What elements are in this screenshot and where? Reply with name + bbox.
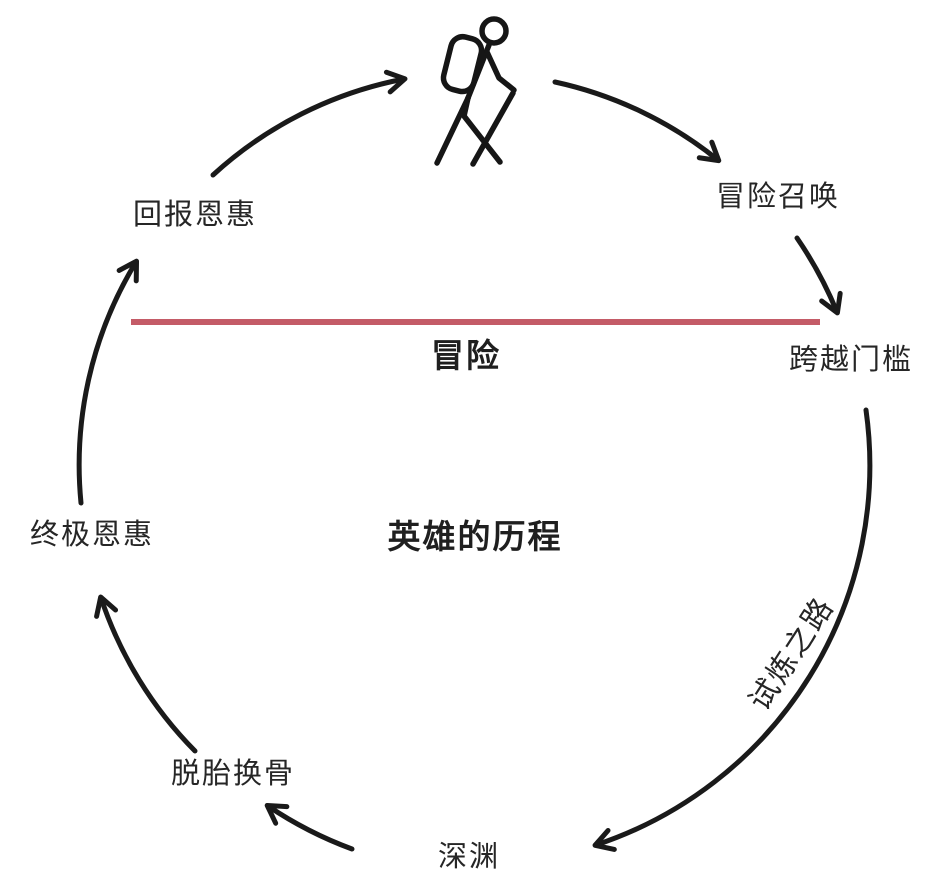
arc-transformation-to-boon: [94, 594, 198, 754]
arc-abyss-to-transformation: [264, 802, 355, 852]
stage-label-abyss: 深渊: [437, 841, 501, 873]
adventure-label: 冒险: [431, 337, 501, 374]
arc-hero-to-call: [552, 79, 722, 164]
hiker-pole: [470, 90, 516, 167]
stage-label-return-with-boon: 回报恩惠: [132, 199, 258, 231]
arc-call-to-threshold: [794, 235, 843, 316]
stage-label-crossing-threshold: 跨越门槛: [788, 344, 914, 376]
arc-boon-to-return: [76, 258, 140, 506]
hiker-arm: [484, 49, 517, 93]
stage-label-transformation: 脱胎换骨: [170, 758, 296, 790]
arc-threshold-to-abyss: [592, 407, 873, 852]
hiker-backpack: [440, 33, 485, 95]
stage-label-call-to-adventure: 冒险召唤: [715, 181, 841, 213]
stage-label-ultimate-boon: 终极恩惠: [29, 519, 155, 551]
hiker-icon: [434, 16, 517, 167]
diagram-title: 英雄的历程: [387, 518, 563, 555]
hiker-back-leg: [461, 95, 503, 165]
hiker-head: [479, 16, 509, 46]
arc-return-to-hero: [210, 69, 408, 178]
